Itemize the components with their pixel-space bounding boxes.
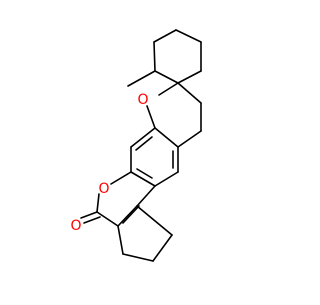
bond [122, 253, 154, 262]
bond [96, 211, 119, 227]
bonds [80, 29, 202, 262]
bond [177, 70, 202, 84]
bond [136, 185, 156, 207]
double-bond-inner [136, 168, 153, 179]
methyl-bond [127, 70, 156, 87]
bond [177, 130, 202, 148]
bond [130, 127, 156, 148]
carbonyl-bond [83, 216, 101, 224]
bond [154, 70, 179, 84]
bond [154, 171, 179, 187]
bond [117, 205, 138, 227]
oxygen-label-lactone: O [98, 181, 109, 197]
bond [136, 205, 173, 236]
bond [110, 171, 132, 185]
oxygen-label-carbonyl: O [70, 218, 81, 234]
bond [175, 29, 202, 43]
bond [152, 234, 173, 262]
molecule-structure: O O O [0, 0, 300, 300]
double-bond-inner [122, 205, 140, 224]
bond [154, 127, 179, 148]
oxygen-label-pyran: O [137, 92, 148, 108]
bond [158, 82, 179, 96]
bond [177, 82, 202, 104]
bond [146, 105, 156, 129]
carbonyl-bond [80, 211, 98, 219]
structure-canvas: O O O [0, 0, 300, 300]
bond [96, 193, 100, 213]
double-bond-inner [135, 136, 153, 151]
bond [153, 41, 156, 72]
bond [117, 225, 124, 255]
background [0, 0, 300, 300]
bond [130, 171, 156, 187]
bond [153, 29, 177, 43]
